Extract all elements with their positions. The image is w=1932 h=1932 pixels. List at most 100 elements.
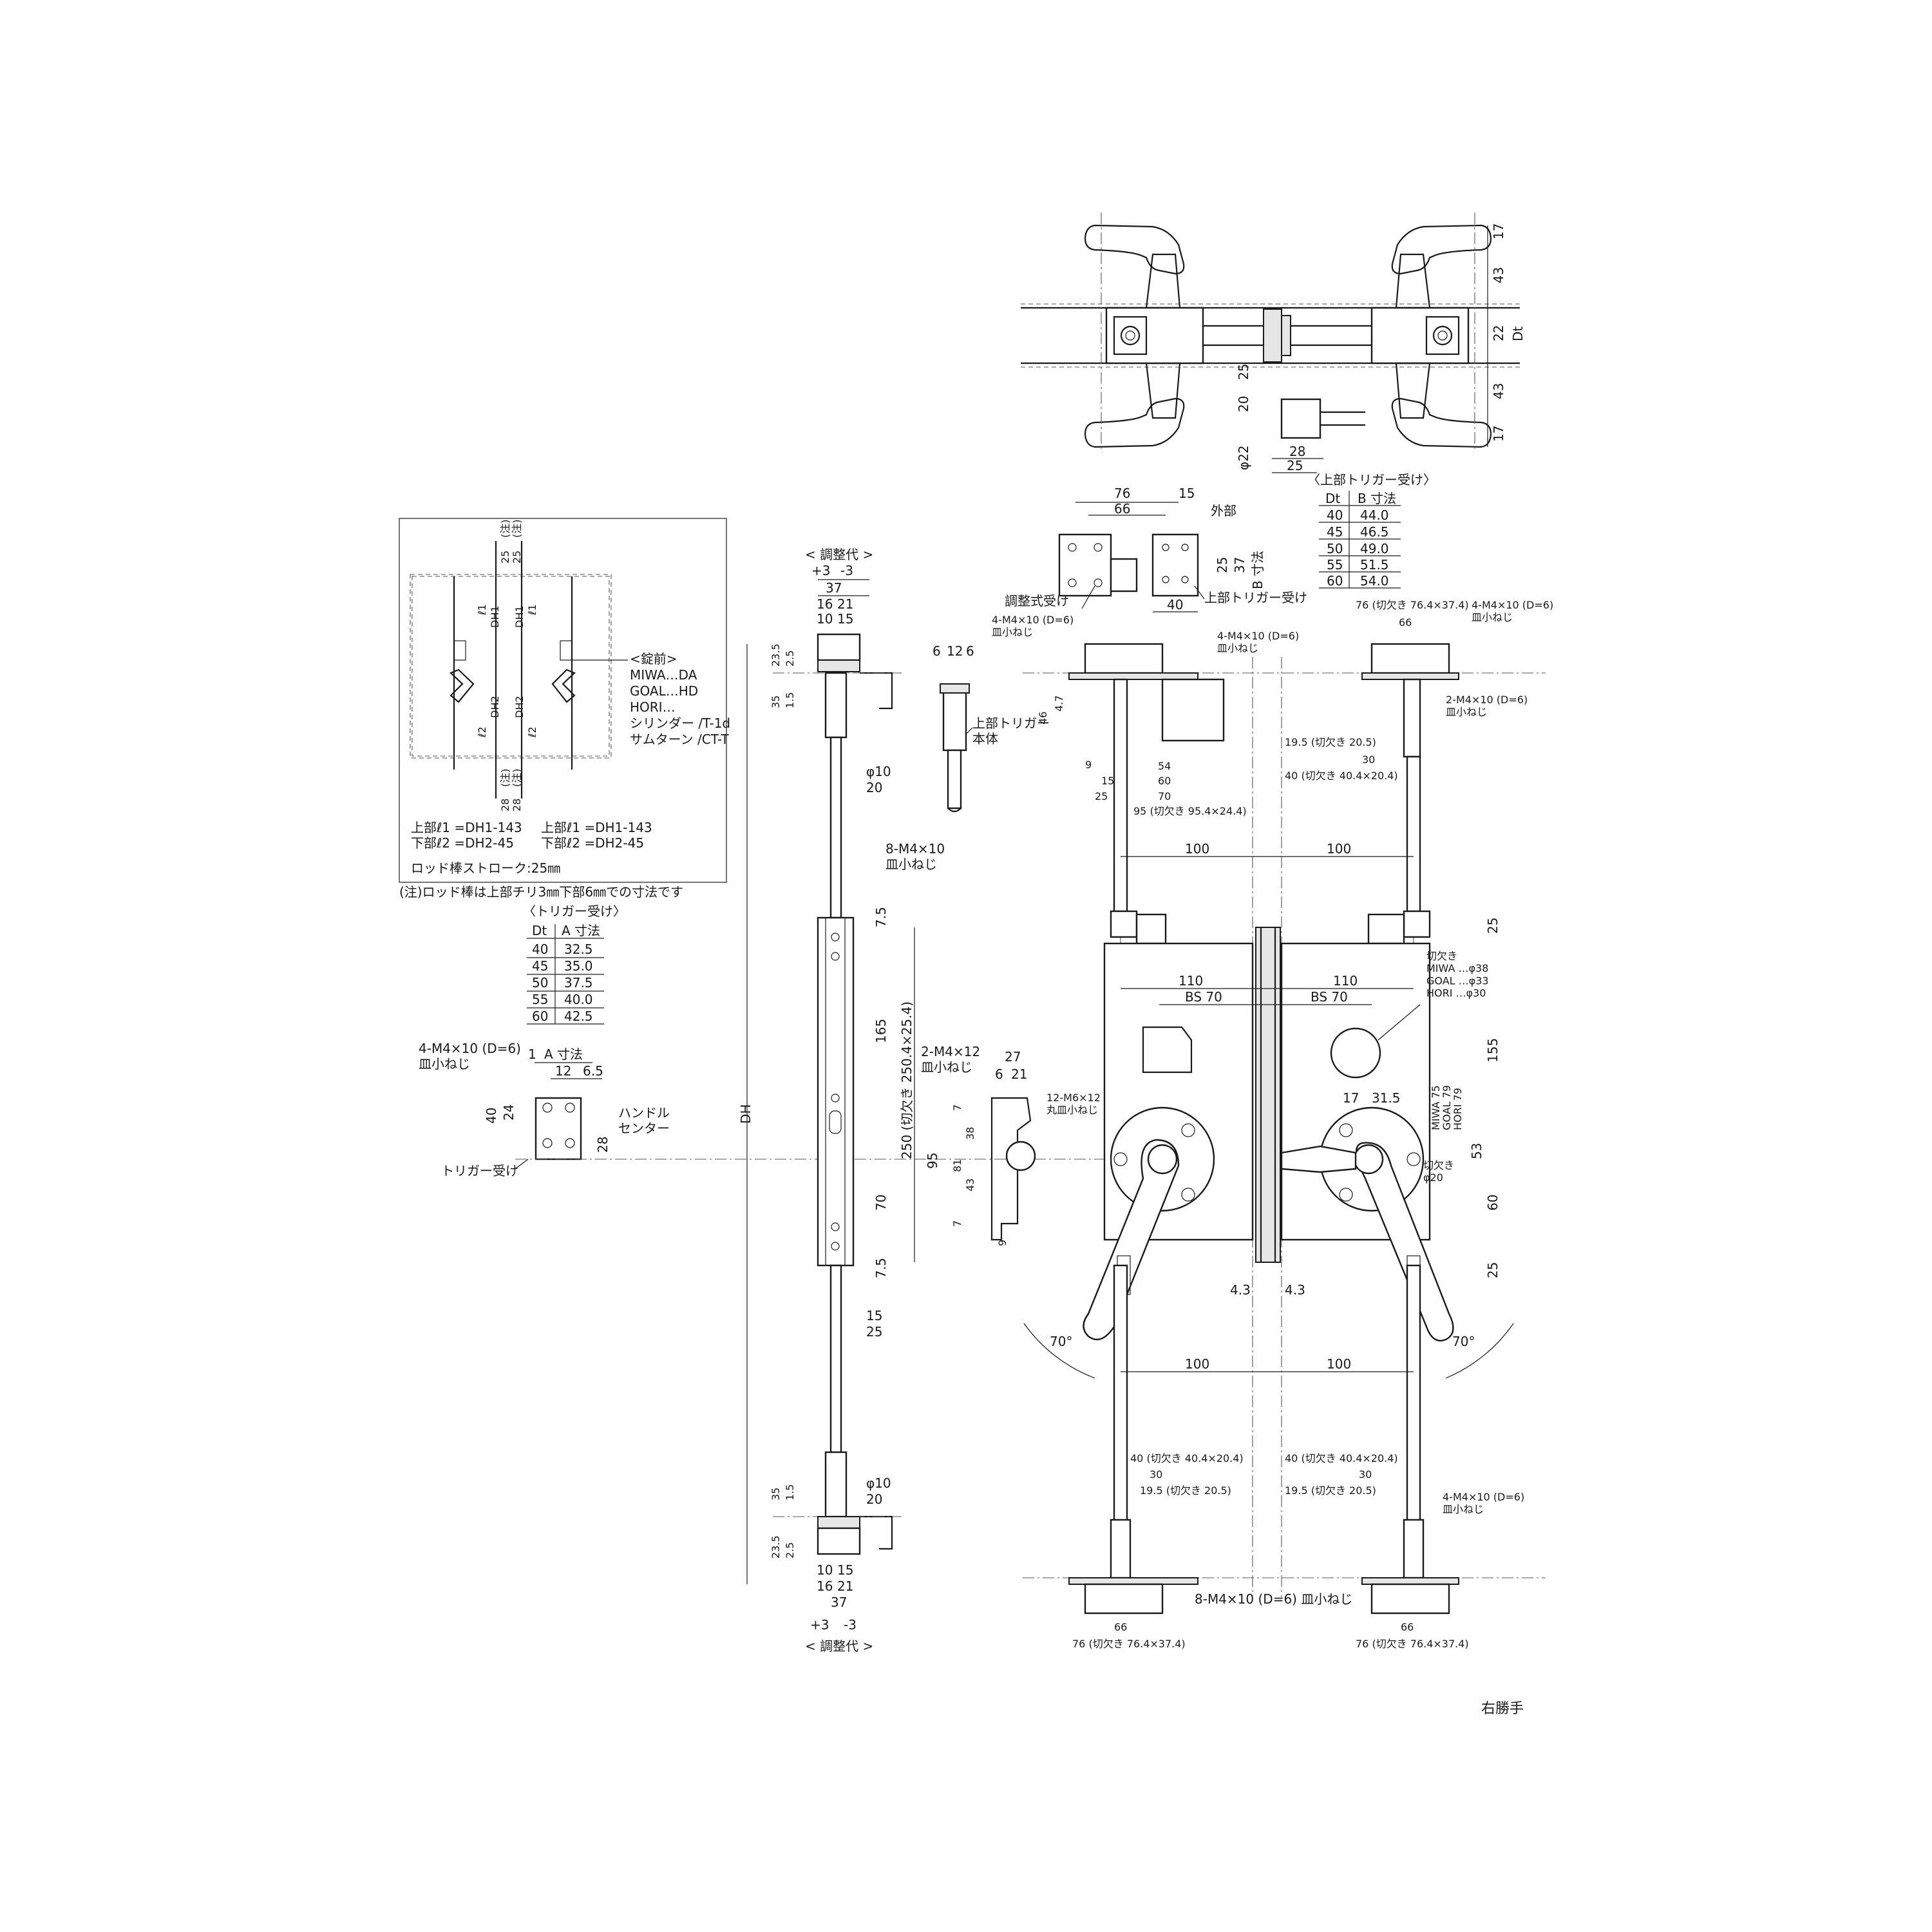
fv-top-25: 25 [1095, 790, 1108, 802]
rod-adj-bot-3: 21 [837, 1578, 853, 1594]
fv-case-31.5: 31.5 [1372, 1090, 1401, 1106]
rod-adjust-bottom: < 調整代 > [805, 1638, 873, 1654]
trd-dim-40: 40 [484, 1108, 499, 1124]
fv-screw-1: 4-M4×10 (D=6)皿小ねじ [1217, 630, 1299, 654]
trig-table-r0c0: 40 [532, 942, 548, 957]
fv-top-70: 70 [1158, 790, 1171, 802]
fv-top-46: 46 [1037, 712, 1049, 724]
fv-cutout-text-line2: MIWA …φ38 [1426, 962, 1488, 974]
adj-label-outside: 外部 [1211, 503, 1236, 518]
trd-handle-center: ハンドルセンター [618, 1105, 670, 1136]
utb-dim-6a: 6 [933, 643, 941, 659]
fv-case-bs70a: BS 70 [1185, 989, 1222, 1005]
trigger-table: 〈トリガー受け〉 Dt A 寸法 40 32.5 45 35.0 50 37.5… [523, 904, 626, 1025]
trd-screw-text: 4-M4×10 (D=6) [419, 1041, 521, 1056]
trig-table-r1c1: 35.0 [564, 958, 593, 974]
rod-phi10-bottom: φ10 [866, 1475, 891, 1491]
fv-top-76: 76 (切欠き 76.4×37.4) [1356, 599, 1469, 611]
dim-22: 22 [1491, 325, 1506, 341]
inset-dim-bot-0: 28 [499, 799, 511, 811]
rod-left-top-0: 23.5 [770, 643, 782, 667]
fv-bot-19.5b: 19.5 (切欠き 20.5) [1285, 1484, 1376, 1497]
fv-bot-66b: 66 [1401, 1621, 1414, 1633]
adj-dim-66: 66 [1114, 501, 1130, 516]
upper-trigger-table-title: 〈上部トリガー受け〉 [1307, 472, 1436, 488]
inset-dim-bot-2: 28 [511, 799, 523, 811]
rod-adj-bot-4: 37 [831, 1595, 847, 1610]
trig-table-r1c0: 45 [532, 958, 548, 974]
fv-top-19.5: 19.5 (切欠き 20.5) [1285, 736, 1376, 748]
fv-screw-0-text: 4-M4×10 (D=6) [992, 614, 1074, 626]
fv-screw-3: 2-M4×10 (D=6)皿小ねじ [1446, 694, 1528, 718]
fv-bot-66a: 66 [1114, 1621, 1127, 1633]
trig-table-r3c1: 40.0 [564, 992, 593, 1007]
latch-title: <錠前> [630, 651, 677, 667]
trd-handle-center-text: ハンドル [618, 1105, 670, 1121]
formula-3: 下部ℓ2 =DH2-45 [541, 835, 644, 851]
dim-17b: 17 [1491, 426, 1506, 442]
adj-label-upper-trigger: 上部トリガー受け [1204, 590, 1307, 605]
fv-case-60: 60 [1485, 1195, 1501, 1211]
adj-dim-40: 40 [1167, 597, 1183, 612]
trd-dim-1: 1 [528, 1046, 536, 1062]
left-inset: 25 (注) 25 (注) 28 (注) 28 (注) DH1 DH1 ℓ1 ℓ… [399, 518, 730, 900]
inset-dim-top-0: 25 [499, 551, 511, 564]
upper-table-r0c0: 40 [1327, 507, 1343, 523]
fv-screw-1-text-line2: 皿小ねじ [1217, 642, 1258, 654]
fv-bot-40b: 40 (切欠き 40.4×20.4) [1285, 1452, 1398, 1464]
fv-case-bs70b: BS 70 [1311, 989, 1348, 1005]
fv-cutout-text: 切欠き [1426, 950, 1457, 962]
fv-case-hori: HORI 79 [1452, 1088, 1464, 1130]
rod-left-bot-0: 35 [770, 1488, 782, 1501]
rod-left-bot-2: 23.5 [770, 1535, 782, 1558]
fv-top-4.7: 4.7 [1053, 696, 1065, 712]
fv-case-4.3b: 4.3 [1285, 1282, 1305, 1298]
fv-screw-5-text-line2: 皿小ねじ [1443, 1503, 1484, 1515]
fv-screw-2-text: 4-M4×10 (D=6) [1472, 599, 1553, 611]
upper-table-r4c1: 54.0 [1360, 573, 1389, 589]
fv-bot-30b: 30 [1359, 1468, 1372, 1481]
fv-top-54: 54 [1158, 760, 1171, 772]
fv-space-0: 100 [1185, 841, 1209, 857]
inset-label-l1-b: ℓ1 [526, 604, 538, 616]
fv-screw-3-text: 2-M4×10 (D=6) [1446, 694, 1528, 706]
rod-25: 25 [866, 1324, 882, 1340]
trig-table-r3c0: 55 [532, 992, 548, 1007]
upper-trigger-body: 6 12 6 上部トリガー本体 [933, 643, 1050, 813]
trig-table-h0: Dt [532, 923, 547, 938]
fv-screw-0-text-line2: 皿小ねじ [992, 626, 1033, 638]
fv-case-4.3a: 4.3 [1230, 1282, 1251, 1298]
rod-left-bot-3: 2.5 [784, 1542, 796, 1558]
inset-label-dh2-a: DH2 [489, 696, 501, 718]
fv-bot-76a: 76 (切欠き 76.4×37.4) [1072, 1638, 1186, 1650]
trd-dim-6.5: 6.5 [583, 1063, 603, 1079]
fv-top-60: 60 [1158, 775, 1171, 787]
upper-table-r4c0: 60 [1327, 573, 1343, 589]
trigger-receiver-detail: 4-M4×10 (D=6)皿小ねじ 1 A 寸法 12 6.5 40 24 28… [419, 1041, 1140, 1179]
hand-label: 右勝手 [1481, 1701, 1524, 1717]
trig-table-r4c0: 60 [532, 1009, 548, 1024]
latch-line-0: MIWA…DA [630, 667, 697, 683]
dim-25-side: 25 [1236, 364, 1251, 380]
fv-bot-19.5a: 19.5 (切欠き 20.5) [1140, 1484, 1231, 1497]
trig-table-r2c0: 50 [532, 975, 548, 990]
inset-label-dh1-b: DH1 [513, 605, 526, 628]
trd-dim-28: 28 [595, 1137, 611, 1153]
fv-screw-2: 4-M4×10 (D=6)皿小ねじ [1472, 599, 1553, 623]
formula-1: 下部ℓ2 =DH2-45 [411, 835, 514, 851]
rod-view: < 調整代 > +3 -3 37 16 21 10 15 23.5 2.5 35… [738, 547, 945, 1654]
fv-top-9: 9 [1085, 759, 1092, 771]
strike-screw-text: 2-M4×12 [921, 1044, 980, 1059]
inset-label-dh2-b: DH2 [513, 696, 526, 718]
rod-case-7.5a: 7.5 [873, 907, 889, 927]
dim-phi22: φ22 [1236, 445, 1251, 470]
rod-left-top-2: 35 [770, 696, 782, 708]
utb-dim-6b: 6 [966, 643, 974, 659]
adj-label-adjustable: 調整式受け [1005, 593, 1069, 609]
inset-dim-top-1: (注) [499, 520, 511, 538]
upper-table-r1c1: 46.5 [1360, 524, 1389, 540]
fv-space-1: 100 [1327, 841, 1351, 857]
